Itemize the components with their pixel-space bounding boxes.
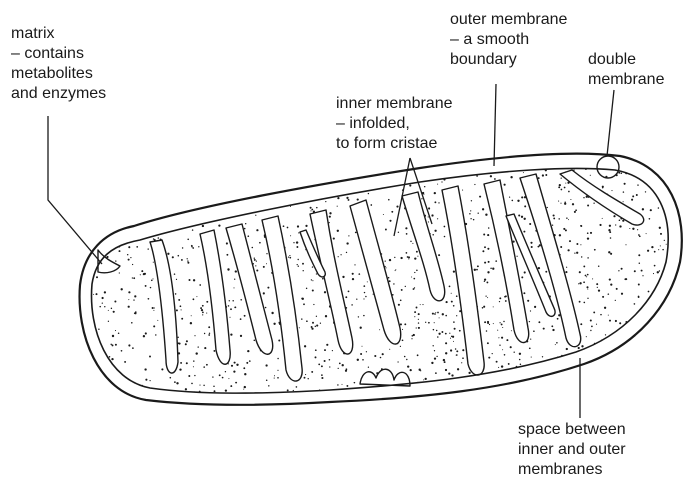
double-membrane-label-line-2: membrane <box>588 70 664 90</box>
crista-6 <box>310 210 353 354</box>
double-membrane-label: double membrane <box>588 50 664 90</box>
intermembrane-space-label-line-1: space between <box>518 420 626 440</box>
intermembrane-space-label-line-3: membranes <box>518 460 626 480</box>
double-membrane-label-line-1: double <box>588 50 664 70</box>
inner-membrane-label: inner membrane – infolded, to form crist… <box>336 94 453 154</box>
crista-13 <box>560 170 644 225</box>
double-membrane-circle <box>597 156 619 178</box>
matrix-label-line-3: metabolites <box>11 64 106 84</box>
crista-10 <box>442 186 484 375</box>
double-membrane-leader <box>607 90 614 156</box>
matrix-label: matrix – contains metabolites and enzyme… <box>11 24 106 104</box>
inner-membrane-label-line-2: – infolded, <box>336 114 453 134</box>
crista-5 <box>262 216 302 381</box>
outer-membrane-label-line-2: – a smooth <box>450 30 567 50</box>
crista-11 <box>484 180 529 343</box>
outer-membrane-label-line-3: boundary <box>450 50 567 70</box>
matrix-label-line-4: and enzymes <box>11 84 106 104</box>
intermembrane-space-label-line-2: inner and outer <box>518 440 626 460</box>
crista-2 <box>150 240 178 373</box>
crista-3 <box>200 230 230 364</box>
crista-9 <box>402 192 445 301</box>
matrix-label-line-1: matrix <box>11 24 106 44</box>
outer-membrane-label: outer membrane – a smooth boundary <box>450 10 567 70</box>
intermembrane-space-label: space between inner and outer membranes <box>518 420 626 480</box>
crista-8 <box>350 200 401 344</box>
outer-membrane-label-line-1: outer membrane <box>450 10 567 30</box>
outer-membrane-leader <box>494 84 496 166</box>
crista-4 <box>226 224 273 354</box>
matrix-leader <box>48 116 102 264</box>
matrix-label-line-2: – contains <box>11 44 106 64</box>
inner-membrane-label-line-1: inner membrane <box>336 94 453 114</box>
inner-membrane-label-line-3: to form cristae <box>336 134 453 154</box>
